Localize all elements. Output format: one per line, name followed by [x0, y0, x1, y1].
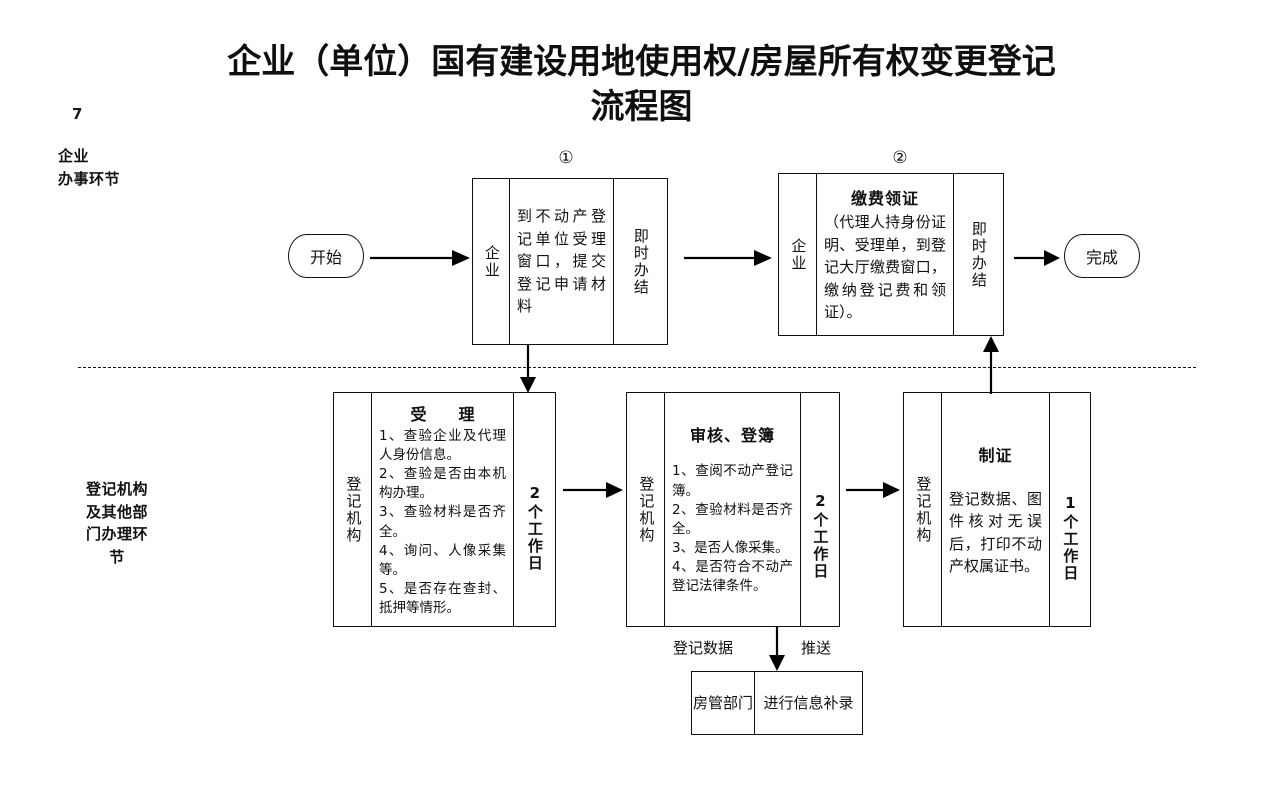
end-node[interactable]: 完成 [1064, 234, 1140, 278]
arrow-review-to-certificate [846, 482, 900, 498]
apply-body-cell: 到不动产登记单位受理窗口，提交登记申请材料 [509, 179, 613, 344]
accept-body-cell: 受 理 1、查验企业及代理人身份信息。 2、查验是否由本机构办理。 3、查验材料… [371, 393, 513, 626]
pay-body-cell: 缴费领证 （代理人持身份证明、受理单，到登记大厅缴费窗口，缴纳登记费和领证）。 [816, 174, 953, 335]
step-marker-2: ② [892, 148, 908, 168]
pay-actor-label: 企业 [789, 237, 808, 272]
process-box-push-housing[interactable]: 房管部门 进行信息补录 [691, 671, 863, 735]
review-duration-label: 2个工作日 [811, 491, 830, 580]
push-actor-label: 房管部门 [692, 693, 753, 712]
process-box-apply[interactable]: 企业 到不动产登记单位受理窗口，提交登记申请材料 即时办结 [472, 178, 668, 345]
certificate-duration-label: 1个工作日 [1061, 493, 1080, 582]
review-item: 4、是否符合不动产登记法律条件。 [672, 559, 793, 595]
arrow-review-to-push [769, 627, 785, 671]
accept-item: 5、是否存在查封、抵押等情形。 [379, 580, 506, 617]
apply-actor-label: 企业 [482, 244, 501, 279]
review-heading: 审核、登簿 [689, 426, 775, 446]
lane-label-registry-line-1: 登记机构 [85, 480, 148, 498]
pay-actor-cell: 企业 [779, 174, 816, 335]
page-number: 7 [72, 105, 83, 123]
start-node[interactable]: 开始 [288, 234, 364, 278]
accept-item: 4、询问、人像采集等。 [379, 542, 506, 578]
accept-items: 1、查验企业及代理人身份信息。 2、查验是否由本机构办理。 3、查验材料是否齐全… [379, 427, 506, 619]
lane-label-enterprise-line-1: 企业 [58, 147, 90, 165]
process-box-review-register[interactable]: 登记机构 审核、登簿 1、查阅不动产登记簿。 2、查验材料是否齐全。 3、是否人… [626, 392, 840, 627]
lane-label-registry-line-4: 节 [109, 547, 125, 566]
step-marker-1: ① [558, 148, 574, 168]
arrow-apply-to-accept [520, 345, 536, 393]
lane-label-enterprise: 企业 办事环节 [58, 145, 120, 190]
review-item: 1、查阅不动产登记簿。 [672, 463, 793, 499]
certificate-actor-label: 登记机构 [914, 475, 933, 544]
review-item: 3、是否人像采集。 [672, 540, 789, 557]
accept-heading: 受 理 [410, 404, 483, 424]
review-duration-cell: 2个工作日 [800, 393, 838, 626]
lane-label-registry: 登记机构 及其他部 门办理环 节 [62, 478, 172, 568]
pay-duration-label: 即时办结 [969, 220, 988, 289]
arrow-accept-to-review [563, 482, 623, 498]
accept-item: 2、查验是否由本机构办理。 [379, 466, 506, 502]
accept-item: 3、查验材料是否齐全。 [379, 504, 506, 540]
accept-duration-cell: 2个工作日 [513, 393, 554, 626]
certificate-body-cell: 制证 登记数据、图件核对无误后，打印不动产权属证书。 [941, 393, 1049, 626]
apply-actor-cell: 企业 [473, 179, 509, 344]
lane-label-enterprise-line-2: 办事环节 [58, 169, 121, 188]
process-box-accept[interactable]: 登记机构 受 理 1、查验企业及代理人身份信息。 2、查验是否由本机构办理。 3… [333, 392, 556, 627]
arrow-certificate-to-pay [983, 336, 999, 394]
swimlane-divider [78, 367, 1196, 368]
review-actor-cell: 登记机构 [627, 393, 664, 626]
certificate-duration-cell: 1个工作日 [1049, 393, 1089, 626]
edge-label-registration-data: 登记数据 [673, 639, 734, 657]
page-title-line-1: 企业（单位）国有建设用地使用权/房屋所有权变更登记 [227, 42, 1056, 82]
end-node-label: 完成 [1085, 248, 1118, 267]
apply-duration-cell: 即时办结 [613, 179, 666, 344]
process-box-pay-collect[interactable]: 企业 缴费领证 （代理人持身份证明、受理单，到登记大厅缴费窗口，缴纳登记费和领证… [778, 173, 1004, 336]
pay-body-text: （代理人持身份证明、受理单，到登记大厅缴费窗口，缴纳登记费和领证）。 [824, 213, 946, 322]
start-node-label: 开始 [309, 248, 342, 267]
pay-heading: 缴费领证 [850, 189, 919, 209]
lane-label-registry-line-3: 门办理环 [85, 525, 148, 543]
process-box-make-certificate[interactable]: 登记机构 制证 登记数据、图件核对无误后，打印不动产权属证书。 1个工作日 [903, 392, 1091, 627]
review-actor-label: 登记机构 [637, 475, 656, 544]
arrow-apply-to-pay [684, 250, 772, 266]
certificate-heading: 制证 [978, 445, 1013, 465]
arrow-pay-to-end [1014, 250, 1060, 266]
page-title: 企业（单位）国有建设用地使用权/房屋所有权变更登记 流程图 [0, 40, 1283, 130]
accept-actor-cell: 登记机构 [334, 393, 371, 626]
review-body-cell: 审核、登簿 1、查阅不动产登记簿。 2、查验材料是否齐全。 3、是否人像采集。 … [664, 393, 800, 626]
accept-item: 1、查验企业及代理人身份信息。 [379, 427, 506, 463]
accept-duration-label: 2个工作日 [525, 483, 544, 572]
lane-label-registry-line-2: 及其他部 [85, 502, 148, 521]
push-action-label: 进行信息补录 [754, 672, 862, 734]
page-title-line-2: 流程图 [590, 86, 693, 127]
review-items: 1、查阅不动产登记簿。 2、查验材料是否齐全。 3、是否人像采集。 4、是否符合… [672, 462, 793, 596]
review-item: 2、查验材料是否齐全。 [672, 501, 793, 537]
apply-duration-label: 即时办结 [631, 227, 650, 296]
arrow-start-to-apply [370, 250, 470, 266]
apply-body-text: 到不动产登记单位受理窗口，提交登记申请材料 [517, 207, 606, 316]
edge-label-push: 推送 [801, 639, 832, 657]
certificate-body-text: 登记数据、图件核对无误后，打印不动产权属证书。 [949, 489, 1042, 576]
pay-duration-cell: 即时办结 [953, 174, 1002, 335]
accept-actor-label: 登记机构 [344, 475, 363, 544]
certificate-actor-cell: 登记机构 [904, 393, 941, 626]
